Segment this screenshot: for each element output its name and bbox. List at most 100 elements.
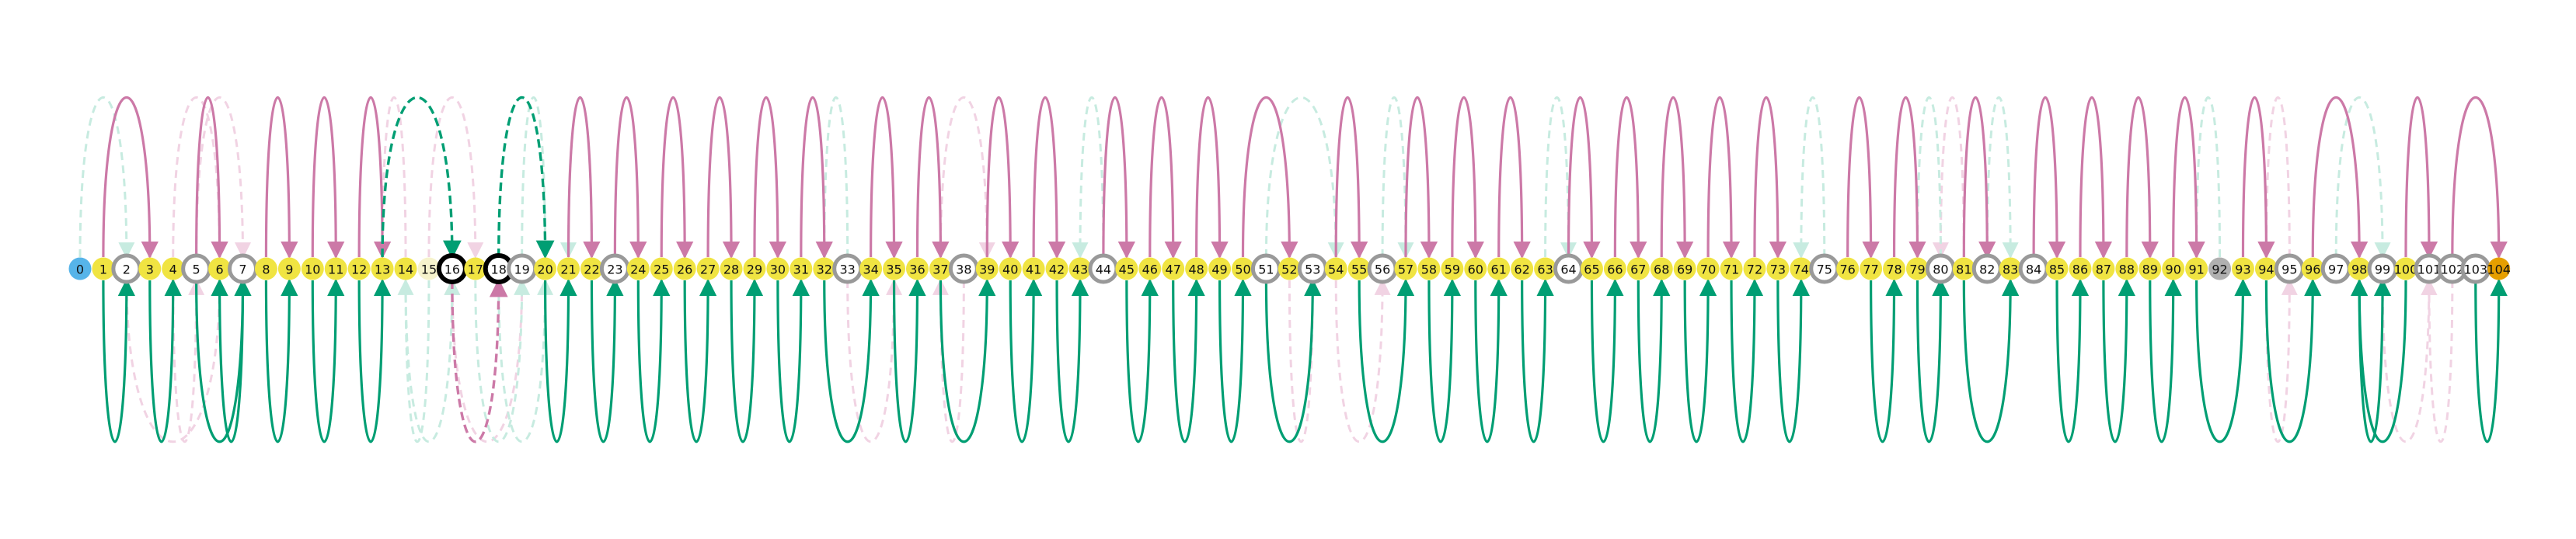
- node-circle: [790, 257, 813, 280]
- node-circle: [92, 257, 115, 280]
- node-85: 85: [2045, 257, 2069, 280]
- node-label: 102: [2441, 263, 2465, 277]
- node-35: 35: [883, 257, 906, 280]
- node-90: 90: [2162, 257, 2185, 280]
- arc-top-green-faint: [78, 96, 135, 259]
- arc-bottom-green: [939, 278, 996, 443]
- node-label: 41: [1026, 263, 1041, 277]
- node-circle: [883, 257, 906, 280]
- arc-top-green-faint: [1072, 96, 1105, 259]
- node-20: 20: [534, 257, 557, 280]
- node-circle: [2069, 257, 2092, 280]
- node-circle: [1394, 257, 1417, 280]
- node-label: 94: [2258, 263, 2274, 277]
- node-label: 19: [514, 263, 529, 277]
- node-circle: [766, 257, 790, 280]
- node-circle: [650, 257, 673, 280]
- arc-top-green-dashed: [497, 96, 555, 259]
- node-0: 0: [68, 257, 92, 280]
- node-circle: [1022, 257, 1045, 280]
- node-label: 73: [1770, 263, 1786, 277]
- arc-top-pink-faint: [374, 96, 407, 259]
- node-88: 88: [2115, 257, 2139, 280]
- node-label: 82: [1979, 263, 1995, 277]
- arc-bottom-green-faint: [497, 278, 554, 443]
- node-label: 85: [2049, 263, 2065, 277]
- node-label: 4: [169, 263, 177, 277]
- node-label: 83: [2003, 263, 2018, 277]
- node-label: 12: [351, 263, 367, 277]
- node-37: 37: [929, 257, 952, 280]
- node-circle: [2487, 257, 2511, 280]
- node-label: 16: [444, 263, 460, 277]
- arc-bottom-pink-faint: [172, 278, 205, 443]
- arc-top-pink: [1334, 96, 1368, 259]
- arc-bottom-green: [148, 278, 182, 443]
- arc-top-pink: [706, 96, 741, 259]
- arc-top-pink: [311, 96, 345, 259]
- node-12: 12: [347, 257, 371, 280]
- arc-top-pink: [1451, 96, 1484, 259]
- node-81: 81: [1952, 257, 1975, 280]
- node-95: 95: [2274, 253, 2305, 284]
- arc-bottom-green: [1776, 278, 1811, 443]
- node-84: 84: [2018, 253, 2049, 284]
- node-label: 103: [2464, 263, 2488, 277]
- node-circle: [999, 257, 1022, 280]
- node-94: 94: [2254, 257, 2278, 280]
- node-label: 20: [537, 263, 552, 277]
- arc-bottom-pink-faint: [2381, 278, 2438, 443]
- node-circle: [1952, 257, 1975, 280]
- arc-top-green-faint: [2188, 96, 2222, 259]
- node-circle: [2162, 257, 2185, 280]
- arc-top-pink-faint: [939, 96, 995, 259]
- node-label: 49: [1211, 263, 1227, 277]
- arc-bottom-pink-faint: [1334, 278, 1391, 443]
- node-15: 15: [417, 257, 441, 280]
- arc-top-green-faint: [521, 96, 554, 259]
- node-label: 28: [723, 263, 739, 277]
- node-circle: [1860, 257, 1883, 280]
- node-circle: [324, 257, 347, 280]
- node-circle: [301, 257, 324, 280]
- node-circle: [208, 257, 232, 280]
- node-label: 26: [677, 263, 692, 277]
- node-label: 77: [1863, 263, 1878, 277]
- arc-bottom-green: [1009, 278, 1043, 443]
- node-label: 53: [1305, 263, 1320, 277]
- node-circle: [2394, 257, 2417, 280]
- node-circle: [277, 257, 301, 280]
- node-circle: [1673, 257, 1696, 280]
- node-label: 52: [1281, 263, 1297, 277]
- arc-top-pink: [1660, 96, 1694, 259]
- node-circle: [975, 257, 999, 280]
- node-28: 28: [720, 257, 743, 280]
- node-circle: [1417, 257, 1441, 280]
- arc-bottom-green-faint: [397, 278, 430, 443]
- node-59: 59: [1441, 257, 1464, 280]
- arc-bottom-pink-faint: [125, 278, 228, 443]
- arc-top-pink: [2125, 96, 2159, 259]
- node-label: 6: [215, 263, 223, 277]
- arc-bottom-pink-faint: [846, 278, 903, 443]
- arc-bottom-green: [544, 278, 577, 443]
- node-18: 18: [483, 253, 514, 284]
- node-68: 68: [1650, 257, 1673, 280]
- node-78: 78: [1883, 257, 1906, 280]
- node-label: 69: [1677, 263, 1692, 277]
- node-label: 104: [2487, 263, 2511, 277]
- node-circle: [557, 257, 580, 280]
- node-label: 91: [2188, 263, 2204, 277]
- node-label: 88: [2119, 263, 2135, 277]
- node-label: 93: [2235, 263, 2250, 277]
- node-circle: [2301, 257, 2324, 280]
- node-circle: [2348, 257, 2371, 280]
- node-label: 23: [607, 263, 622, 277]
- node-19: 19: [507, 253, 538, 284]
- node-53: 53: [1297, 253, 1328, 284]
- node-circle: [1115, 257, 1138, 280]
- node-circle: [1162, 257, 1185, 280]
- node-13: 13: [371, 257, 394, 280]
- arc-bottom-green: [1358, 278, 1415, 443]
- arc-top-pink: [264, 96, 298, 259]
